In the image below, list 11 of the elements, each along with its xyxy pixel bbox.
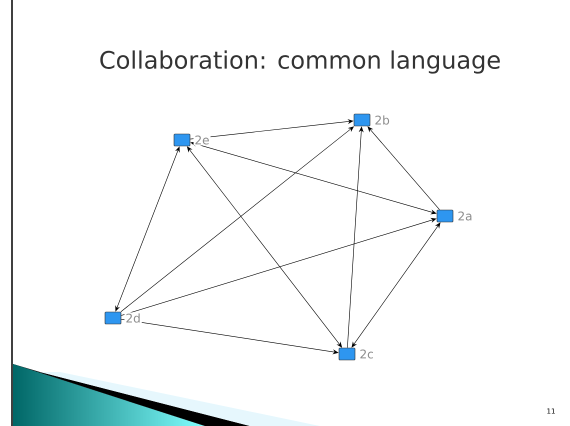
node-square <box>104 312 122 324</box>
node-label: 2d <box>124 312 142 324</box>
node-label: 2b <box>374 114 391 126</box>
node-square <box>174 134 190 146</box>
node-square <box>338 348 356 360</box>
slide-title: Collaboration: common language <box>100 50 500 74</box>
node-label: 2a <box>456 210 474 222</box>
node-label: 2e <box>194 134 211 146</box>
node-label: 2c <box>358 348 375 360</box>
node-square <box>436 210 454 222</box>
node-square <box>354 114 370 126</box>
